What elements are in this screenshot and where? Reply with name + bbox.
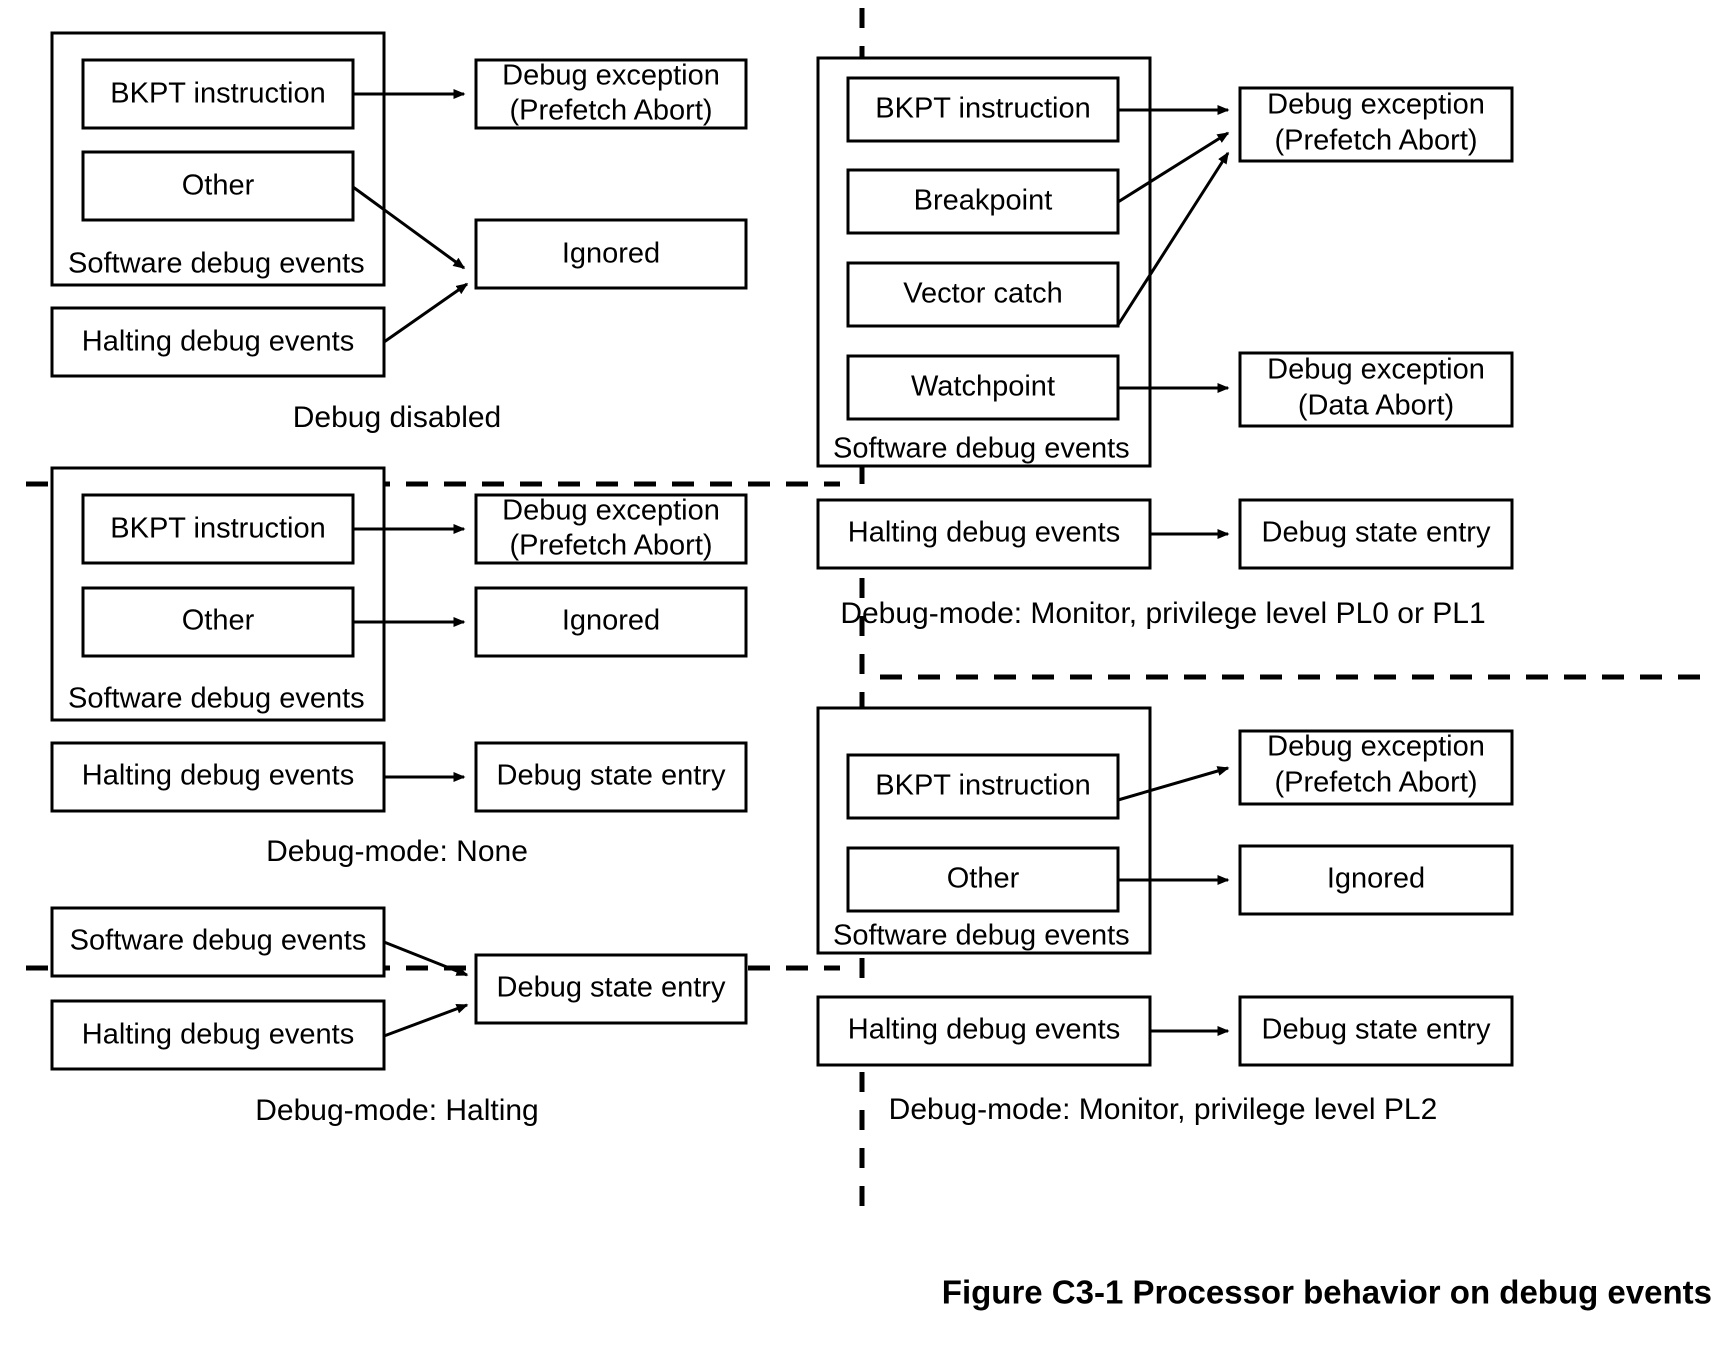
panel-caption-monitor-pl2: Debug-mode: Monitor, privilege level PL2 [889,1093,1438,1126]
target-box-debug-exception-data-abort[interactable] [1238,351,1514,428]
source-label-other: Other [182,605,255,637]
arrow-halting-to-debug-state-entry [383,1003,469,1038]
group-label-software-debug-events: Software debug events [68,683,365,715]
arrow-breakpoint-to-prefetch-abort [1117,131,1230,204]
target-label-debug-exception-data-line1: Debug exception [1267,354,1485,386]
source-label-halting-debug-events: Halting debug events [82,1019,354,1051]
target-box-debug-state-entry[interactable] [474,741,748,813]
panel-caption-debug-mode-none: Debug-mode: None [266,835,528,868]
panel-debug-mode-monitor-pl0-pl1: BKPT instruction Breakpoint Vector catch… [816,56,1514,630]
panel-caption-debug-disabled: Debug disabled [293,401,502,434]
source-box-halting-debug-events[interactable] [50,741,386,813]
target-box-debug-state-entry[interactable] [474,953,748,1025]
arrow-software-to-debug-state-entry [383,940,469,977]
target-box-ignored[interactable] [474,586,748,658]
arrow-vector-catch-to-prefetch-abort [1116,151,1230,326]
arrow-other-to-ignored [352,185,466,270]
panel-caption-debug-mode-halting: Debug-mode: Halting [255,1094,539,1127]
target-label-ignored: Ignored [1327,863,1425,895]
target-label-debug-exception-prefetch-line2: (Prefetch Abort) [1274,125,1477,157]
source-box-bkpt-instruction[interactable] [81,493,355,565]
source-box-bkpt-instruction[interactable] [846,76,1120,143]
source-label-halting-debug-events: Halting debug events [82,760,354,792]
panel-debug-mode-halting: Software debug events Halting debug even… [50,906,748,1127]
source-box-halting-debug-events[interactable] [50,999,386,1071]
source-label-other: Other [947,863,1020,895]
source-box-watchpoint[interactable] [846,354,1120,421]
target-label-debug-state-entry: Debug state entry [1262,517,1491,549]
source-box-other[interactable] [81,150,355,222]
arrow-halting-to-ignored [383,282,469,344]
source-label-other: Other [182,170,255,202]
target-box-debug-state-entry[interactable] [1238,995,1514,1067]
target-label-debug-exception-line2: (Prefetch Abort) [509,530,712,562]
target-label-debug-exception-data-line2: (Data Abort) [1298,390,1454,422]
source-box-other[interactable] [81,586,355,658]
target-box-debug-exception-prefetch-abort[interactable] [474,58,748,130]
source-label-halting-debug-events: Halting debug events [848,1014,1120,1046]
panel-debug-mode-monitor-pl2: BKPT instruction Other Software debug ev… [816,706,1514,1126]
source-label-software-debug-events: Software debug events [70,925,367,957]
figure-caption: Figure C3-1 Processor behavior on debug … [942,1274,1712,1311]
target-box-debug-state-entry[interactable] [1238,498,1514,570]
target-box-debug-exception-prefetch-abort[interactable] [1238,729,1514,806]
target-label-debug-exception-prefetch-line1: Debug exception [1267,89,1485,121]
target-label-debug-exception-line2: (Prefetch Abort) [1274,767,1477,799]
software-debug-events-group-box [816,706,1152,955]
target-label-debug-exception-line2: (Prefetch Abort) [509,95,712,127]
target-label-ignored: Ignored [562,238,660,270]
source-label-bkpt-instruction: BKPT instruction [875,770,1090,802]
source-label-bkpt-instruction: BKPT instruction [875,93,1090,125]
target-box-debug-exception-prefetch-abort[interactable] [474,493,748,565]
target-label-debug-state-entry: Debug state entry [497,760,726,792]
panel-debug-mode-none: BKPT instruction Other Software debug ev… [50,466,748,868]
target-label-debug-exception-line1: Debug exception [1267,731,1485,763]
target-label-debug-exception-line1: Debug exception [502,495,720,527]
target-box-ignored[interactable] [474,218,748,290]
source-box-vector-catch[interactable] [846,261,1120,328]
source-label-bkpt-instruction: BKPT instruction [110,78,325,110]
target-label-debug-state-entry: Debug state entry [1262,1014,1491,1046]
source-label-vector-catch: Vector catch [903,278,1063,310]
group-label-software-debug-events: Software debug events [833,433,1130,465]
source-label-watchpoint: Watchpoint [911,371,1055,403]
panel-debug-disabled: BKPT instruction Other Software debug ev… [50,31,748,434]
target-box-ignored[interactable] [1238,844,1514,916]
target-label-debug-exception-line1: Debug exception [502,60,720,92]
source-box-breakpoint[interactable] [846,168,1120,235]
source-label-halting-debug-events: Halting debug events [82,326,354,358]
source-box-halting-debug-events[interactable] [816,498,1152,570]
source-box-bkpt-instruction[interactable] [846,753,1120,820]
source-label-halting-debug-events: Halting debug events [848,517,1120,549]
source-label-bkpt-instruction: BKPT instruction [110,513,325,545]
source-label-breakpoint: Breakpoint [914,185,1053,217]
group-label-software-debug-events: Software debug events [68,248,365,280]
target-label-debug-state-entry: Debug state entry [497,972,726,1004]
source-box-other[interactable] [846,846,1120,913]
arrow-bkpt-to-prefetch-abort [1117,766,1230,802]
source-box-software-debug-events[interactable] [50,906,386,978]
target-box-debug-exception-prefetch-abort[interactable] [1238,86,1514,163]
panel-caption-monitor-pl0-pl1: Debug-mode: Monitor, privilege level PL0… [840,597,1485,630]
target-label-ignored: Ignored [562,605,660,637]
group-label-software-debug-events: Software debug events [833,920,1130,952]
